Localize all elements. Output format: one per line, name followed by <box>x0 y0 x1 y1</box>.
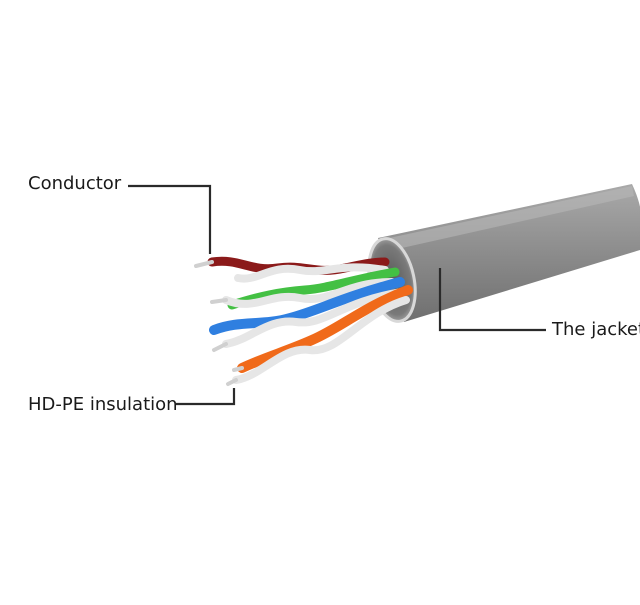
insulation-leader-line <box>176 388 236 406</box>
jacket-leader-line <box>438 268 546 332</box>
jacket-label: The jacket <box>552 319 640 340</box>
wire-pair-blue <box>209 277 406 352</box>
conductor-leader-line <box>128 184 212 254</box>
wire-pair-orange <box>226 285 413 386</box>
insulation-label: HD-PE insulation <box>28 394 178 415</box>
wire-pair-green <box>210 267 400 310</box>
conductor-label: Conductor <box>28 173 122 194</box>
cable-jacket-highlight <box>380 186 634 252</box>
wire-pair-brown <box>194 256 390 283</box>
cable-jacket <box>378 184 640 322</box>
